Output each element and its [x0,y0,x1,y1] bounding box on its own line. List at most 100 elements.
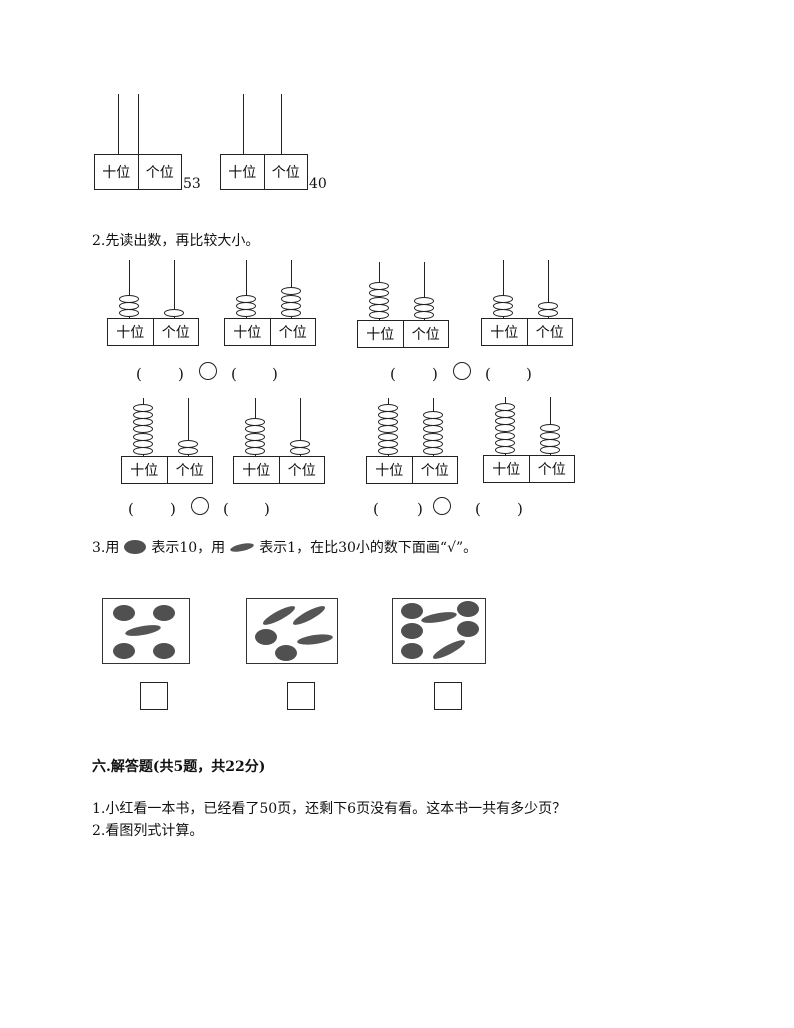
bead-icon [378,411,398,419]
bead-icon [236,294,256,303]
stick-icon [430,637,468,662]
bead-icon [540,438,560,447]
bead-icon [290,447,310,455]
stick-icon [290,603,328,628]
bead-icon [495,446,515,454]
bead-icon [290,439,310,448]
blank-paren-close: ) [264,500,270,518]
number-label: 53 [183,176,201,192]
bead-icon [493,301,513,310]
stone-icon [255,629,277,645]
blank-paren-open: ( [390,365,396,383]
bead-icon [538,309,558,317]
bead-icon [495,402,515,411]
question-2-text: 2.先读出数，再比较大小。 [92,233,260,249]
blank-paren-open: ( [485,365,491,383]
tens-label: 十位 [116,325,145,341]
question-3-part-a: 3.用 [92,540,120,556]
bead-icon [281,294,301,303]
bead-icon [369,289,389,298]
circle-icon[interactable] [433,497,451,515]
bead-icon [540,424,560,433]
stone-icon [401,603,423,619]
bead-icon [236,301,256,310]
rod [188,398,189,456]
question-3-text: 3.用 表示10，用 表示1，在比30小的数下面画“√”。 [92,537,477,557]
bead-icon [423,418,443,427]
circle-icon[interactable] [199,362,217,380]
bead-icon [178,439,198,448]
stick-icon [420,609,458,626]
stone-icon [457,601,479,617]
bead-icon [495,431,515,440]
place-value-box: 十位个位 [224,318,316,346]
bead-icon [540,431,560,440]
bead-icon [378,432,398,441]
tens-label: 十位 [130,463,159,479]
rod [503,260,504,318]
bead-icon [493,294,513,303]
bead-icon [119,294,139,303]
ones-label: 个位 [263,155,308,189]
place-value-box: 十位个位 [107,318,199,346]
bead-icon [164,309,184,317]
bead-icon [540,446,560,454]
bead-icon [133,432,153,441]
circle-icon[interactable] [453,362,471,380]
bead-icon [414,303,434,312]
stick-icon [229,541,255,553]
section-6-question-2: 2.看图列式计算。 [92,823,204,839]
ones-label: 个位 [166,457,213,483]
bead-icon [423,425,443,434]
blank-paren-close: ) [170,500,176,518]
stone-icon [401,623,423,639]
bead-icon [378,418,398,427]
bead-icon [369,296,389,305]
rod [243,94,244,154]
answer-checkbox[interactable] [434,682,462,710]
stone-icon [113,643,135,659]
bead-icon [423,411,443,419]
bead-icon [423,439,443,448]
bead-icon [378,425,398,434]
stick-icon [124,622,162,639]
bead-icon [133,447,153,455]
blank-paren-close: ) [526,365,532,383]
place-value-box: 十位个位 [357,320,449,348]
place-value-box: 十位 个位 [94,154,182,190]
section-6-heading: 六.解答题(共5题，共22分) [92,759,266,775]
blank-paren-open: ( [231,365,237,383]
blank-paren-open: ( [136,365,142,383]
bead-icon [236,309,256,317]
tens-label: 十位 [490,325,519,341]
place-value-box: 十位个位 [481,318,573,346]
tens-label: 十位 [233,325,262,341]
answer-checkbox[interactable] [287,682,315,710]
bead-icon [495,417,515,426]
bead-icon [281,309,301,317]
bead-icon [178,447,198,455]
rod [281,94,282,154]
bead-icon [414,311,434,319]
rod [138,94,139,154]
bead-icon [245,418,265,427]
picture-card-1 [102,598,190,664]
rod [424,262,425,320]
bead-icon [133,418,153,427]
bead-icon [281,287,301,296]
circle-icon[interactable] [191,497,209,515]
bead-icon [378,403,398,412]
place-value-box: 十位个位 [121,456,213,484]
rod [246,260,247,318]
bead-icon [245,439,265,448]
blank-paren-open: ( [223,500,229,518]
blank-paren-open: ( [373,500,379,518]
ones-label: 个位 [278,457,325,483]
place-value-box: 十位个位 [483,455,575,483]
picture-card-3 [392,598,486,664]
bead-icon [119,301,139,310]
picture-card-2 [246,598,338,664]
bead-icon [538,301,558,310]
bead-icon [414,296,434,305]
answer-checkbox[interactable] [140,682,168,710]
